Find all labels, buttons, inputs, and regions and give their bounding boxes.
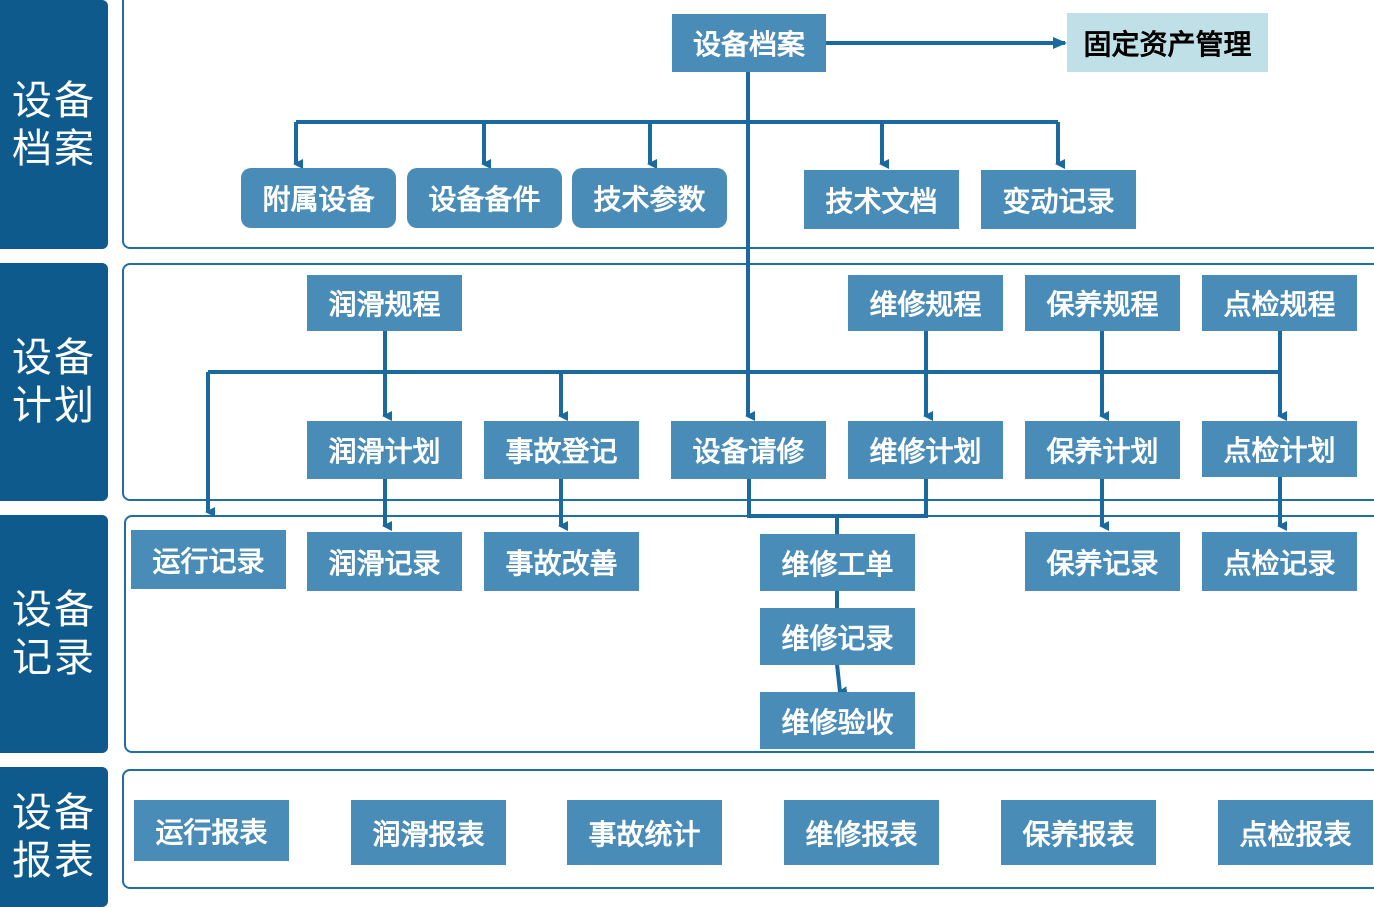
node-repair-plan[interactable]: 维修计划 (848, 421, 1003, 479)
node-maintenance-procedure[interactable]: 保养规程 (1025, 275, 1180, 331)
section-label-plan: 设备计划 (0, 263, 108, 501)
node-accident-improvement[interactable]: 事故改善 (484, 532, 639, 591)
node-repair-record[interactable]: 维修记录 (760, 608, 915, 665)
node-inspection-record[interactable]: 点检记录 (1202, 532, 1357, 591)
node-equipment-archive[interactable]: 设备档案 (672, 14, 826, 72)
section-label-line: 设备 (12, 790, 96, 836)
node-lubrication-report[interactable]: 润滑报表 (351, 800, 506, 865)
node-accident-register[interactable]: 事故登记 (484, 421, 639, 479)
node-inspection-plan[interactable]: 点检计划 (1202, 421, 1357, 477)
node-repair-acceptance[interactable]: 维修验收 (760, 692, 915, 749)
node-maintenance-record[interactable]: 保养记录 (1025, 532, 1180, 591)
section-label-line: 档案 (12, 125, 96, 172)
node-maintenance-plan[interactable]: 保养计划 (1025, 421, 1180, 479)
node-lubrication-plan[interactable]: 润滑计划 (307, 421, 462, 479)
node-accessory-equipment[interactable]: 附属设备 (241, 168, 396, 228)
node-operation-report[interactable]: 运行报表 (134, 800, 289, 861)
node-operation-record[interactable]: 运行记录 (131, 530, 286, 589)
edge-repair-merge (747, 478, 928, 518)
section-label-line: 设备 (12, 77, 96, 124)
node-tech-docs[interactable]: 技术文档 (804, 170, 959, 229)
section-label-line: 设备 (12, 587, 96, 633)
node-accident-statistics[interactable]: 事故统计 (567, 800, 722, 865)
node-inspection-procedure[interactable]: 点检规程 (1202, 275, 1357, 331)
node-change-records[interactable]: 变动记录 (981, 170, 1136, 229)
node-fixed-asset-management[interactable]: 固定资产管理 (1067, 13, 1268, 72)
section-label-line: 记录 (12, 635, 96, 681)
node-repair-procedure[interactable]: 维修规程 (848, 275, 1003, 331)
node-spare-parts[interactable]: 设备备件 (407, 168, 562, 228)
node-repair-request[interactable]: 设备请修 (671, 421, 826, 479)
section-label-archive: 设备档案 (0, 0, 108, 249)
node-repair-work-order[interactable]: 维修工单 (760, 534, 915, 591)
node-lubrication-record[interactable]: 润滑记录 (307, 532, 462, 591)
connector-lines (205, 37, 1287, 697)
node-repair-report[interactable]: 维修报表 (784, 800, 939, 865)
node-tech-params[interactable]: 技术参数 (572, 168, 727, 228)
section-label-line: 计划 (12, 383, 96, 429)
node-lubrication-procedure[interactable]: 润滑规程 (307, 275, 462, 331)
node-inspection-report[interactable]: 点检报表 (1218, 800, 1373, 865)
section-label-record: 设备记录 (0, 515, 108, 753)
section-label-line: 设备 (12, 335, 96, 381)
node-maintenance-report[interactable]: 保养报表 (1001, 800, 1156, 865)
